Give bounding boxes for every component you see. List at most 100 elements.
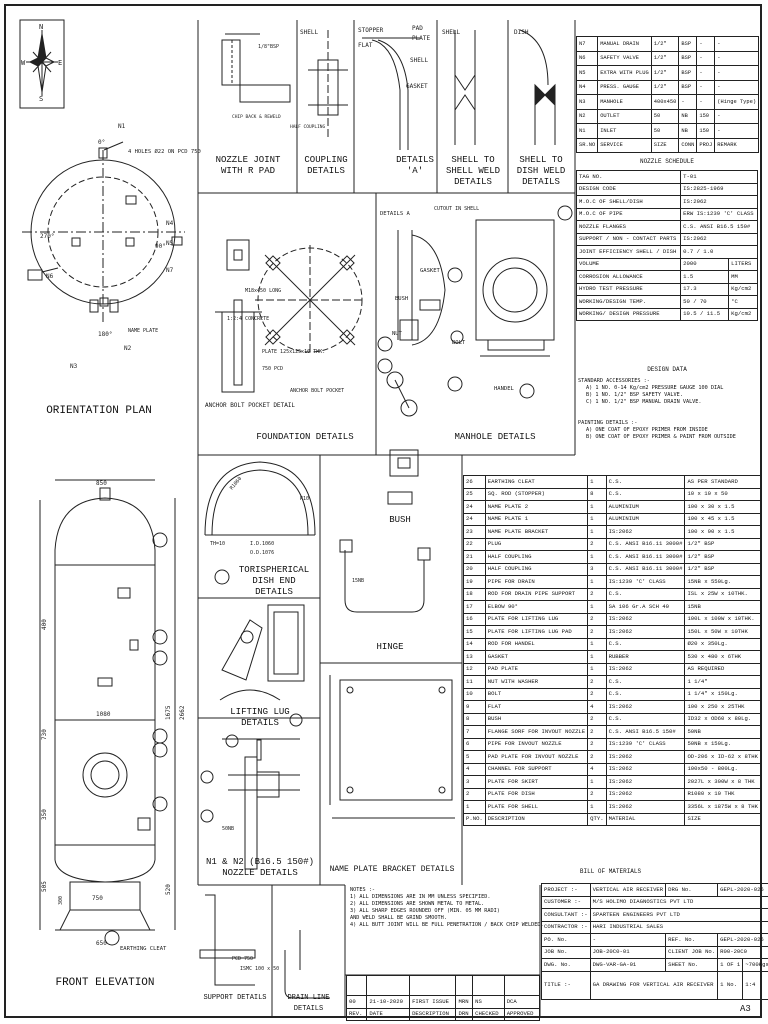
bom-cell: 22 bbox=[463, 537, 486, 551]
bom-cell: ROD FOR HANDEL bbox=[484, 637, 589, 651]
dim-1080: 1080 bbox=[96, 711, 111, 718]
bom-cell: IS:2062 bbox=[605, 775, 686, 789]
bom-cell: IS:2062 bbox=[605, 612, 686, 626]
nozzle-cell: NB bbox=[678, 123, 698, 139]
caption-name-plate-bracket: NAME PLATE BRACKET DETAILS bbox=[329, 865, 455, 874]
label-shell: SHELL bbox=[300, 29, 318, 36]
nozzle-cell: BSP bbox=[678, 36, 698, 52]
caption-orientation-plan: ORIENTATION PLAN bbox=[46, 405, 152, 417]
tb-qty: 1 No. bbox=[717, 970, 744, 1000]
bom-cell: IS:2062 bbox=[605, 625, 686, 639]
nozzle-cell: (Hinge Type) bbox=[714, 94, 760, 110]
bom-cell: 2 bbox=[587, 612, 607, 626]
design-value: 10.5 / 11.5 bbox=[680, 307, 730, 321]
bom-cell: GASKET bbox=[484, 650, 589, 664]
nozzle-cell: 400x450 bbox=[650, 94, 680, 110]
label-gasket-mh: GASKET bbox=[420, 268, 441, 274]
compass-north-label: N bbox=[39, 23, 43, 31]
bom-cell: IS:2062 bbox=[605, 787, 686, 801]
bom-cell: IS:1239 'C' CLASS bbox=[605, 737, 686, 751]
design-data-title: DESIGN DATA bbox=[647, 366, 687, 373]
nozzle-cell: 1/2" bbox=[650, 36, 680, 52]
bom-cell: 1/2" BSP bbox=[684, 562, 761, 576]
nozzle-cell: N1 bbox=[575, 123, 599, 139]
bom-cell: PIPE FOR DRAIN bbox=[484, 575, 589, 589]
bom-cell: C.S. bbox=[605, 475, 686, 489]
bom-cell: 12 bbox=[463, 662, 486, 676]
bom-cell: IS:2062 bbox=[605, 662, 686, 676]
bom-cell: 1 1/4" x 150Lg. bbox=[684, 687, 761, 701]
design-label: CORROSION ALLOWANCE bbox=[575, 270, 682, 284]
nozzle-header-cell: CONN bbox=[678, 137, 698, 153]
tb-label: CLIENT JOB No. bbox=[665, 945, 719, 959]
rev-cell: DCA bbox=[503, 995, 541, 1009]
design-label: SUPPORT / NON - CONTACT PARTS bbox=[575, 232, 682, 246]
rev-header: DATE bbox=[366, 1007, 411, 1021]
dim-1675: 1675 bbox=[165, 705, 172, 720]
nozzle-cell: BSP bbox=[678, 50, 698, 66]
bom-title: BILL OF MATERIALS bbox=[579, 868, 642, 875]
bom-cell: C.S. ANSI B16.11 3000# bbox=[605, 537, 686, 551]
bom-cell: ALUMINIUM bbox=[605, 512, 686, 526]
rev-header: REV. bbox=[345, 1007, 368, 1021]
bom-cell: NAME PLATE 2 bbox=[484, 500, 589, 514]
bom-cell: 1 bbox=[463, 800, 486, 814]
angle-90-label: 90° bbox=[155, 243, 166, 250]
bom-cell: OD-206 x ID-62 x 8THK bbox=[684, 750, 761, 764]
rev-header: CHECKED bbox=[472, 1007, 505, 1021]
rev-header: DRN bbox=[455, 1007, 474, 1021]
bom-cell: 50NB x 150Lg. bbox=[684, 737, 761, 751]
bom-cell: PLATE FOR SKIRT bbox=[484, 775, 589, 789]
bom-cell: 1 bbox=[587, 637, 607, 651]
label-m18: M18x450 LONG bbox=[245, 288, 281, 294]
nozzle-header-cell: SIZE bbox=[650, 137, 680, 153]
bom-cell: NAME PLATE BRACKET bbox=[484, 525, 589, 539]
rev-header: APPROVED bbox=[503, 1007, 541, 1021]
rev-cell: 00 bbox=[345, 995, 368, 1009]
caption-lifting-lug: LIFTING LUG DETAILS bbox=[230, 707, 290, 728]
painting-item: B) ONE COAT OF EPOXY PRIMER & PAINT FROM… bbox=[586, 434, 736, 440]
accessory-item: C) 1 NO. 1/2" BSP MANUAL DRAIN VALVE. bbox=[586, 399, 702, 405]
label-id: I.D.1060 bbox=[250, 541, 274, 547]
bom-cell: 8 bbox=[463, 712, 486, 726]
design-label: HYDRO TEST PRESSURE bbox=[575, 282, 682, 296]
nozzle-cell: - bbox=[714, 108, 760, 124]
bom-cell: 100 x 45 x 1.5 bbox=[684, 512, 761, 526]
bom-cell: 1 bbox=[587, 775, 607, 789]
design-unit: °C bbox=[728, 295, 758, 309]
label-details-a: DETAILS A bbox=[380, 211, 410, 217]
nozzle-header-cell: SR.NO bbox=[575, 137, 599, 153]
bom-cell: 1 bbox=[587, 650, 607, 664]
label-pcd-support: PCD 750 bbox=[232, 956, 253, 962]
bom-cell: 1 bbox=[587, 550, 607, 564]
bom-cell: ALUMINIUM bbox=[605, 500, 686, 514]
design-label: VOLUME bbox=[575, 257, 682, 271]
tb-consultant: SPARTEEN ENGINEERS PVT LTD bbox=[589, 908, 768, 922]
rev-cell: 21-10-2020 bbox=[366, 995, 411, 1009]
bom-cell: 3 bbox=[587, 562, 607, 576]
bom-cell: FLAT bbox=[484, 700, 589, 714]
bom-cell: HALF COUPLING bbox=[484, 550, 589, 564]
nozzle-cell: 50 bbox=[650, 108, 680, 124]
nozzle-tag-n5: N5 bbox=[166, 240, 174, 247]
bom-cell: HALF COUPLING bbox=[484, 562, 589, 576]
caption-shell-to-dish: SHELL TO DISH WELD DETAILS bbox=[516, 155, 566, 187]
name-plate-label: NAME PLATE bbox=[128, 328, 158, 334]
nozzle-cell: N4 bbox=[575, 79, 599, 95]
nozzle-cell: 150 bbox=[696, 108, 716, 124]
bom-cell: 2 bbox=[587, 787, 607, 801]
